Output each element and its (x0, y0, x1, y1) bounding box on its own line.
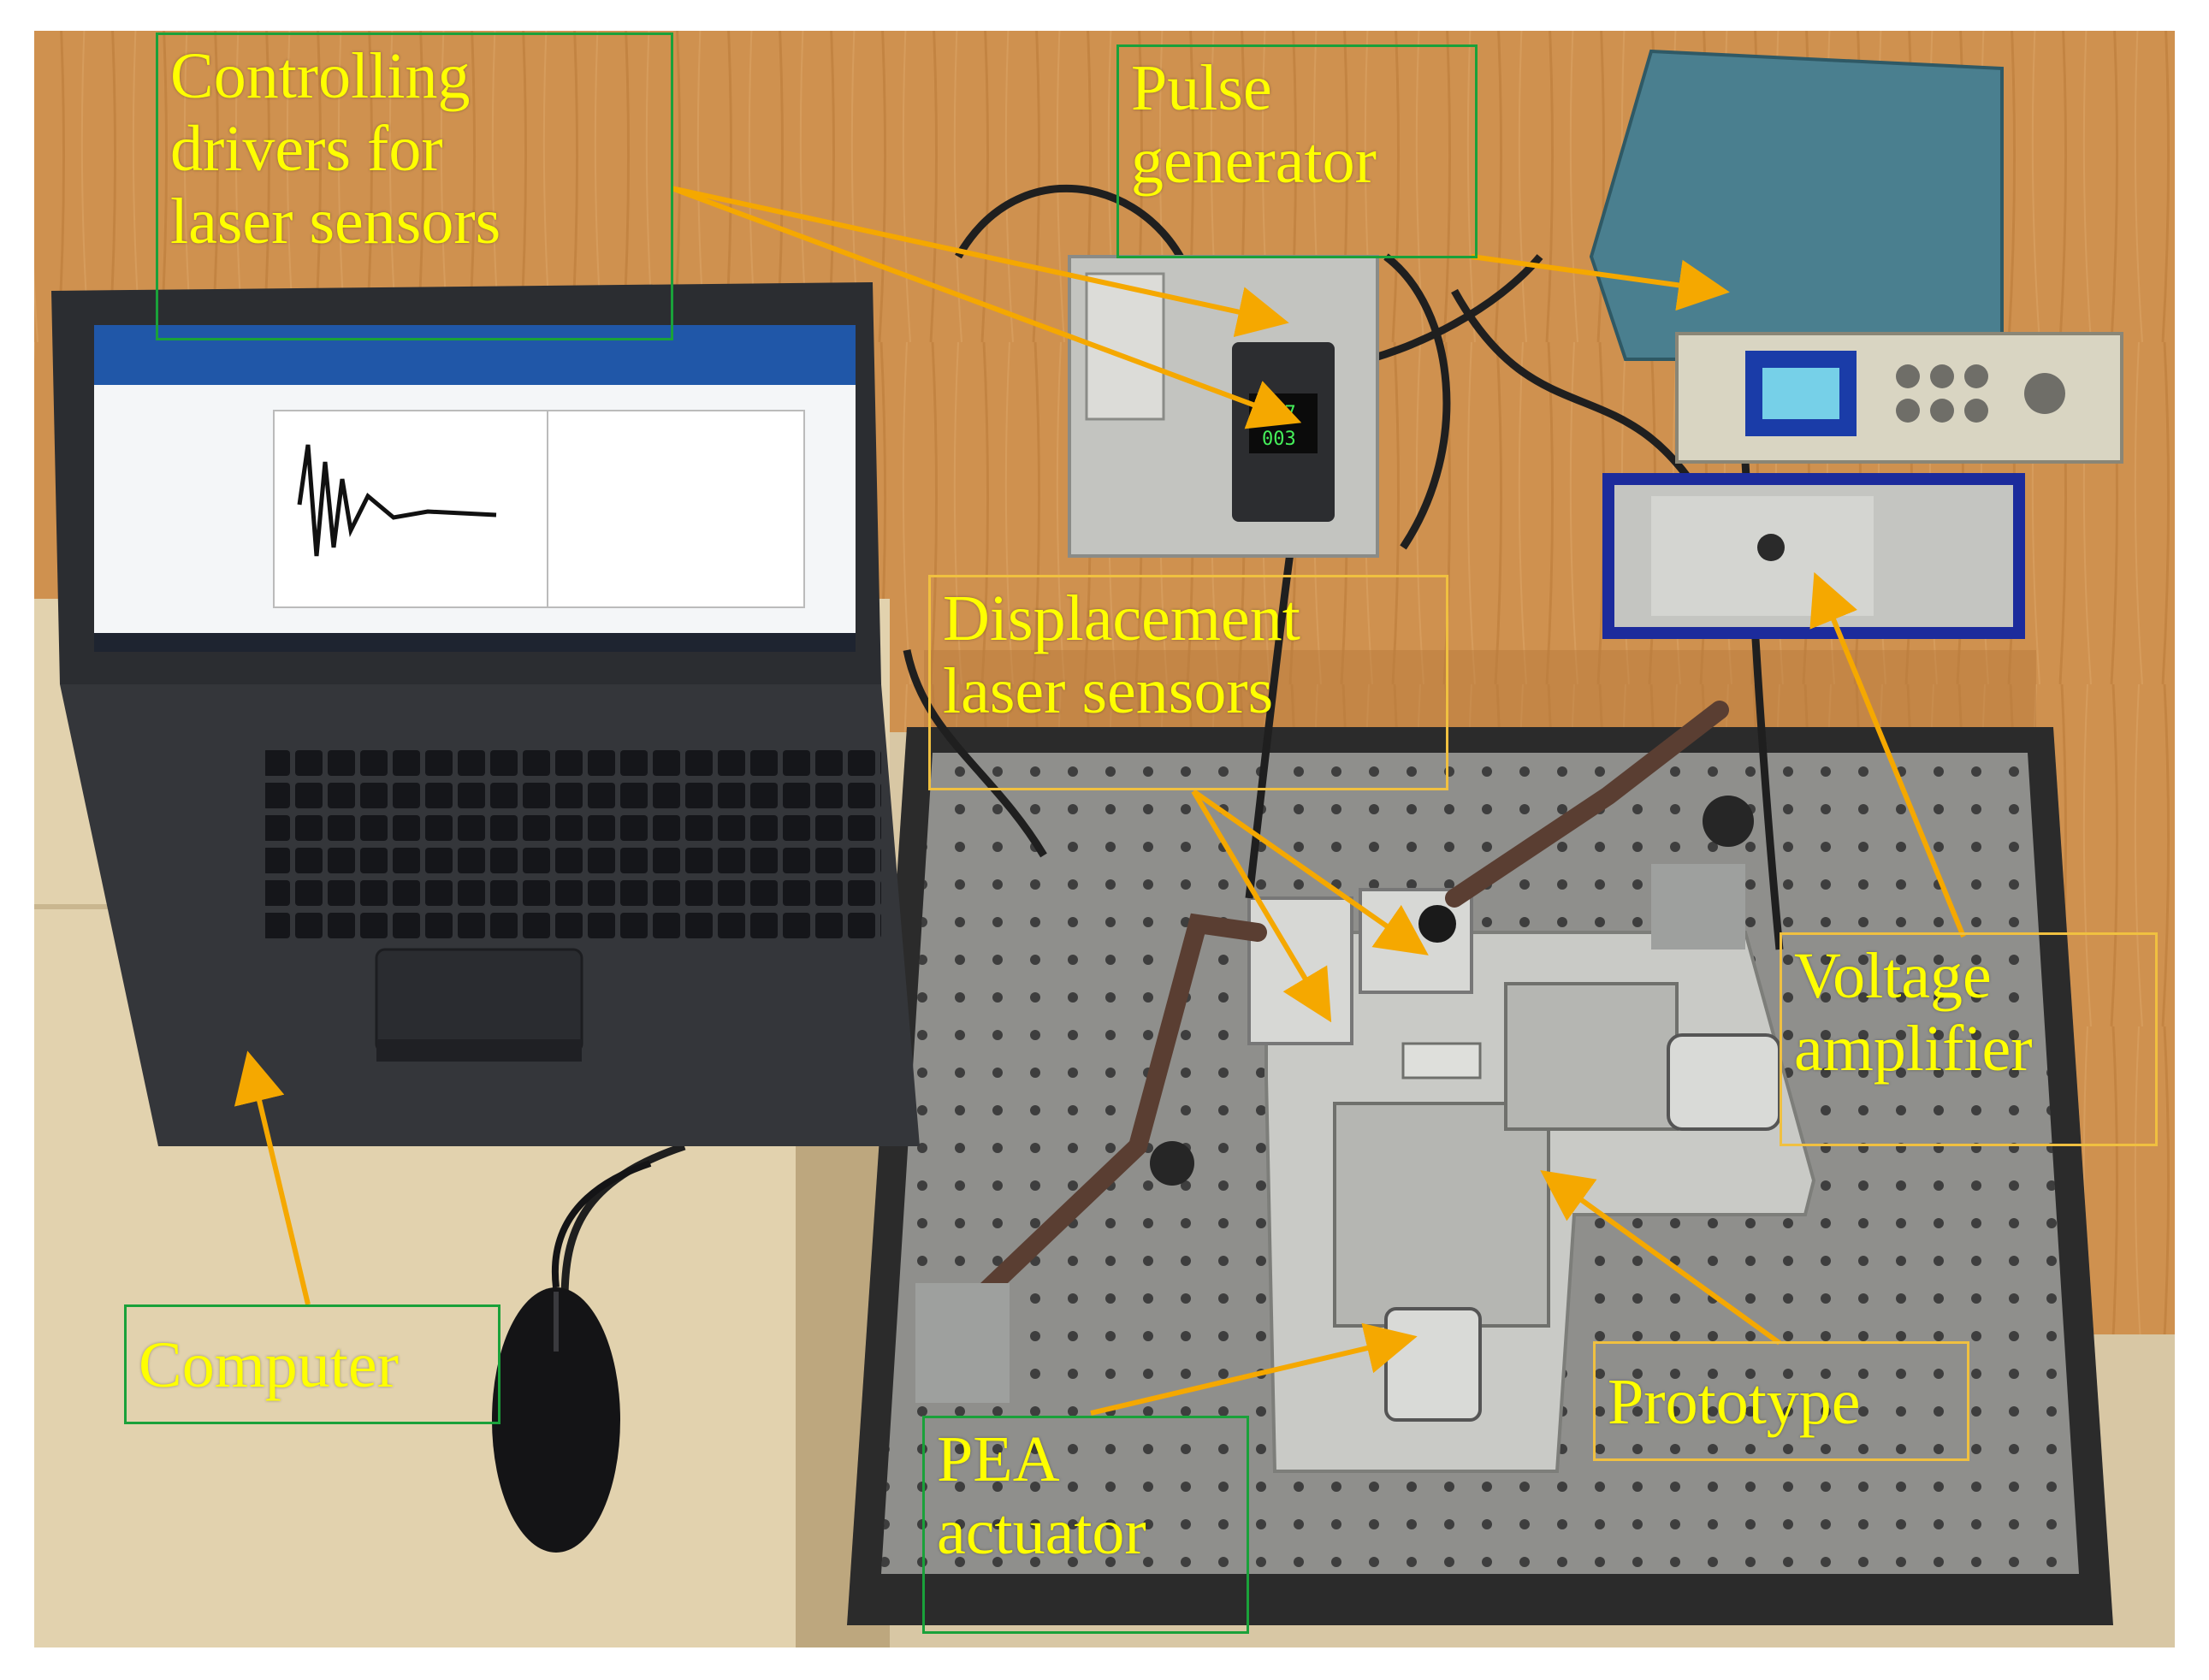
label-computer: Computer (124, 1304, 500, 1424)
laptop-icon (51, 282, 920, 1146)
label-pea-actuator: PEA actuator (922, 1416, 1249, 1634)
computer-mouse-icon (492, 1160, 652, 1553)
label-computer-line-1: Computer (139, 1329, 399, 1401)
voltage-amplifier-icon (1602, 473, 2025, 639)
label-prototype-line-1: Prototype (1608, 1366, 1861, 1438)
label-controlling-drivers: Controlling drivers for laser sensors (156, 33, 673, 340)
label-displacement-line-2: laser sensors (943, 655, 1274, 728)
annotation-arrows (234, 186, 1966, 1416)
svg-text:003: 003 (1262, 429, 1296, 450)
label-displacement-line-1: Displacement (943, 583, 1300, 654)
controller-box-icon: 027 003 (1068, 255, 1379, 558)
label-voltage-amplifier-line-2: amplifier (1794, 1013, 2033, 1085)
label-displacement-laser-sensors: Displacement laser sensors (928, 575, 1448, 790)
label-controlling-drivers-line-3: laser sensors (170, 186, 501, 258)
label-pea-actuator-line-2: actuator (937, 1496, 1146, 1569)
label-pulse-generator-line-1: Pulse (1131, 52, 1272, 124)
label-controlling-drivers-line-2: drivers for (170, 113, 443, 186)
magnetic-arm-icon (915, 701, 1754, 1403)
label-voltage-amplifier-line-1: Voltage (1794, 940, 1992, 1012)
label-pea-actuator-line-1: PEA (937, 1423, 1060, 1495)
label-prototype: Prototype (1593, 1341, 1969, 1461)
label-controlling-drivers-line-1: Controlling (170, 40, 471, 112)
label-pulse-generator: Pulse generator (1116, 44, 1478, 258)
label-voltage-amplifier: Voltage amplifier (1780, 932, 2158, 1146)
label-pulse-generator-line-2: generator (1131, 125, 1377, 198)
